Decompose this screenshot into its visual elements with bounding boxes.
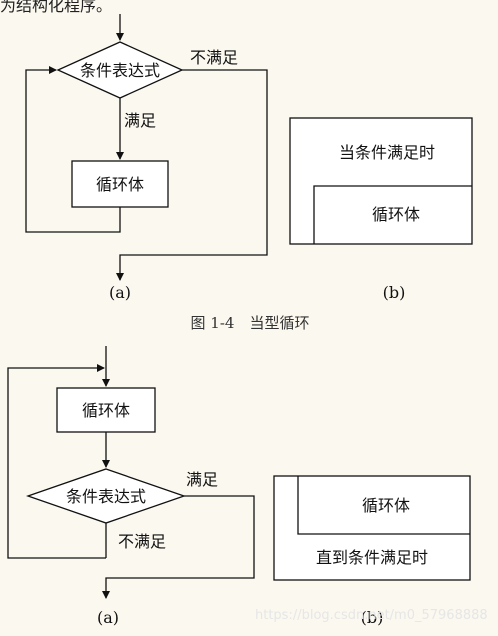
page-intro-text: 为结构化程序。 [0,0,113,15]
top-b-ns-outer-box [289,117,473,245]
top-a-loop-back-arrow [25,66,121,233]
bottom-a-satisfied-label: 满足 [186,470,218,489]
top-b-sublabel: (b) [383,283,406,302]
bottom-a-condition-label: 条件表达式 [66,487,146,506]
bottom-b-condition-label: 直到条件满足时 [316,548,428,567]
top-b-body-label: 循环体 [372,205,420,224]
bottom-a-exit-arrow [102,495,255,599]
watermark-url: https://blog.csdn.net/m0_57968888 [255,608,488,623]
bottom-a-body-box [56,387,156,433]
top-a-sublabel: (a) [109,283,131,302]
top-b-condition-label: 当条件满足时 [339,143,435,162]
top-a-body-box [71,160,169,208]
top-a-body-label: 循环体 [96,175,144,194]
bottom-a-not-satisfied-label: 不满足 [118,532,166,551]
bottom-b-body-label: 循环体 [362,496,410,515]
top-a-satisfied-label: 满足 [124,111,156,130]
bottom-a-body-label: 循环体 [82,401,130,420]
bottom-a-loop-back-arrow [7,364,106,559]
top-b-ns-inner-box [313,185,472,244]
bottom-a-sublabel: (a) [97,608,119,627]
top-a-exit-arrow [116,69,268,281]
figure-caption: 图 1-4 当型循环 [191,314,310,332]
bottom-b-ns-outer-box [273,475,471,581]
top-a-condition-label: 条件表达式 [80,61,160,80]
bottom-b-sublabel: (b) [361,608,384,627]
bottom-b-ns-inner-box [297,476,470,535]
top-a-not-satisfied-label: 不满足 [190,48,238,67]
